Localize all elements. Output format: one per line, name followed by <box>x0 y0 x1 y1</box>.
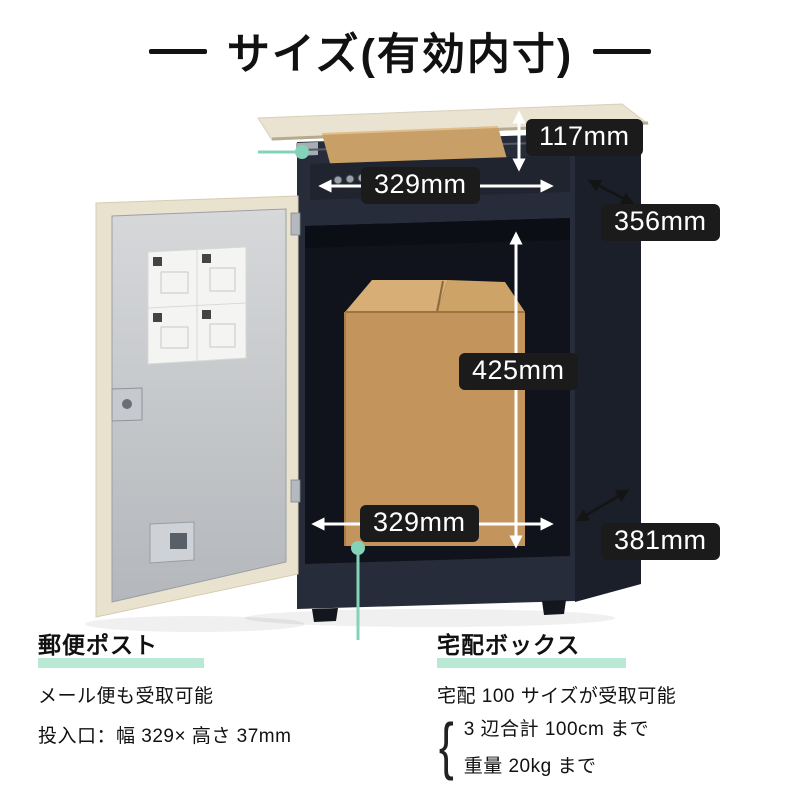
mail-post-line1: メール便も受取可能 <box>38 686 214 707</box>
mail-post-note: 郵便ポスト メール便も受取可能 投入口：幅 329× 高さ 37mm <box>38 626 408 748</box>
instruction-sticker <box>147 246 247 365</box>
parcel-box-line3: 重量 20kg まで <box>463 756 597 777</box>
door-latch <box>111 387 143 422</box>
title-text: サイズ(有効内寸) <box>226 31 574 79</box>
open-door <box>95 195 301 618</box>
parcel-box-heading: 宅配ボックス <box>437 626 627 668</box>
dimension-label-329mm-top: 329mm <box>361 167 480 205</box>
mail-callout-dot <box>295 145 309 159</box>
parcel-box-line2: 3 辺合計 100cm まで <box>463 719 650 740</box>
mail-post-line2: 投入口：幅 329× 高さ 37mm <box>38 726 292 747</box>
hinge-bottom <box>290 479 301 503</box>
connector-lines <box>258 145 365 640</box>
dimension-label-117mm: 117mm <box>526 119 643 157</box>
dimension-label-381mm: 381mm <box>601 523 720 561</box>
parcel-callout-dot <box>351 541 365 555</box>
dimension-label-329mm-bottom: 329mm <box>360 505 479 543</box>
parcel-box-conditions: { 3 辺合計 100cm まで 重量 20kg まで <box>437 710 787 781</box>
arrow-381mm <box>575 489 630 522</box>
parcel-box-note: 宅配ボックス 宅配 100 サイズが受取可能 { 3 辺合計 100cm まで … <box>437 626 787 781</box>
door-lock-box <box>149 521 195 564</box>
mail-post-heading: 郵便ポスト <box>38 626 204 668</box>
dimension-label-425mm: 425mm <box>459 353 578 391</box>
arrow-356mm <box>587 179 635 205</box>
title-dash-left <box>148 48 207 54</box>
dimension-label-356mm: 356mm <box>601 204 720 242</box>
page-title: サイズ(有効内寸) <box>0 20 800 82</box>
brace-glyph: { <box>438 710 454 781</box>
title-dash-right <box>593 48 652 54</box>
parcel-box-line1: 宅配 100 サイズが受取可能 <box>437 686 677 707</box>
hinge-top <box>290 212 301 236</box>
